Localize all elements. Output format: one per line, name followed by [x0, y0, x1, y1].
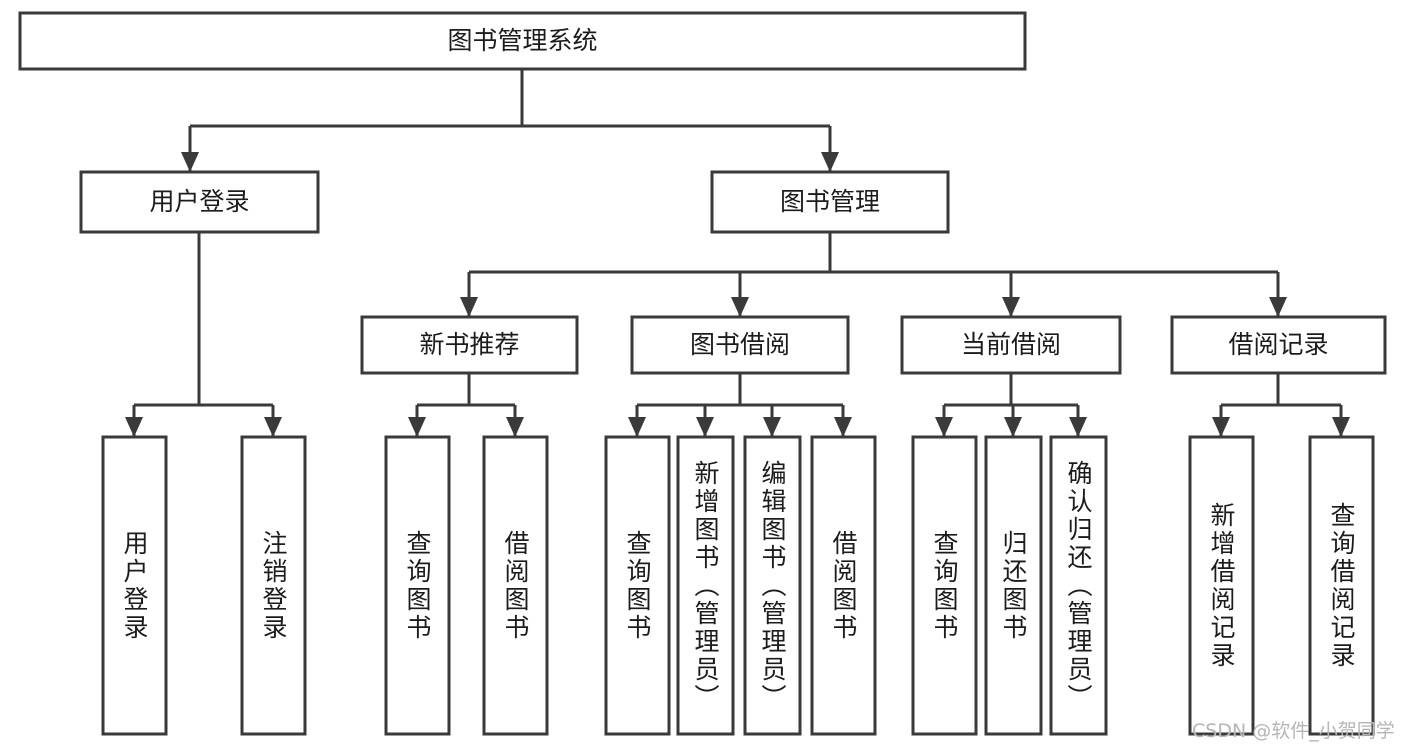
node-label-current-borrow: 当前借阅	[961, 330, 1061, 359]
arrow-head-icon	[460, 297, 478, 317]
arrow-head-icon	[731, 297, 749, 317]
node-label-user-login: 用户登录	[149, 187, 249, 216]
arrow-head-icon	[1002, 297, 1020, 317]
node-label-root: 图书管理系统	[447, 26, 597, 55]
arrow-head-icon	[181, 152, 199, 172]
node-box-leaf-logout[interactable]	[240, 435, 307, 736]
arrow-head-icon	[763, 417, 781, 437]
arrow-head-icon	[1069, 417, 1087, 437]
node-label-book-management: 图书管理	[780, 187, 880, 216]
arrow-head-icon	[1212, 417, 1230, 437]
node-box-user-login[interactable]	[79, 170, 320, 234]
arrow-head-icon	[1269, 297, 1287, 317]
node-box-leaf-add-record[interactable]	[1188, 435, 1255, 736]
csdn-watermark: CSDN @软件_小贺同学	[1192, 720, 1395, 742]
node-box-root[interactable]	[18, 11, 1027, 71]
arrow-head-icon	[834, 417, 852, 437]
arrow-head-icon	[1332, 417, 1350, 437]
node-box-leaf-query-book-1[interactable]	[384, 435, 451, 736]
node-box-leaf-borrow-book-1[interactable]	[482, 435, 549, 736]
node-box-leaf-borrow-book-2[interactable]	[810, 435, 877, 736]
node-box-book-management[interactable]	[710, 170, 950, 234]
node-box-borrow-records[interactable]	[1170, 315, 1387, 375]
arrow-head-icon	[506, 417, 524, 437]
node-box-leaf-query-record[interactable]	[1308, 435, 1375, 736]
node-box-leaf-add-book[interactable]	[676, 435, 735, 736]
node-label-book-borrow: 图书借阅	[690, 330, 790, 359]
arrow-head-icon	[264, 417, 282, 437]
node-box-book-borrow[interactable]	[630, 315, 850, 375]
node-label-borrow-records: 借阅记录	[1228, 330, 1328, 359]
arrow-head-icon	[935, 417, 953, 437]
arrow-head-icon	[125, 417, 143, 437]
node-box-current-borrow[interactable]	[900, 315, 1122, 375]
node-label-new-book-recommend: 新书推荐	[419, 330, 519, 359]
node-box-leaf-return-book[interactable]	[984, 435, 1043, 736]
node-box-leaf-edit-book[interactable]	[743, 435, 802, 736]
node-box-new-book-recommend[interactable]	[360, 315, 579, 375]
node-box-leaf-query-book-3[interactable]	[911, 435, 978, 736]
arrow-head-icon	[1004, 417, 1022, 437]
node-box-leaf-user-login[interactable]	[101, 435, 168, 736]
arrow-head-icon	[628, 417, 646, 437]
node-box-leaf-query-book-2[interactable]	[604, 435, 671, 736]
arrow-head-icon	[821, 152, 839, 172]
connector-layer	[125, 69, 1350, 437]
node-box-layer	[18, 11, 1387, 736]
arrow-head-icon	[696, 417, 714, 437]
node-box-leaf-confirm-return[interactable]	[1049, 435, 1108, 736]
arrow-head-icon	[408, 417, 426, 437]
